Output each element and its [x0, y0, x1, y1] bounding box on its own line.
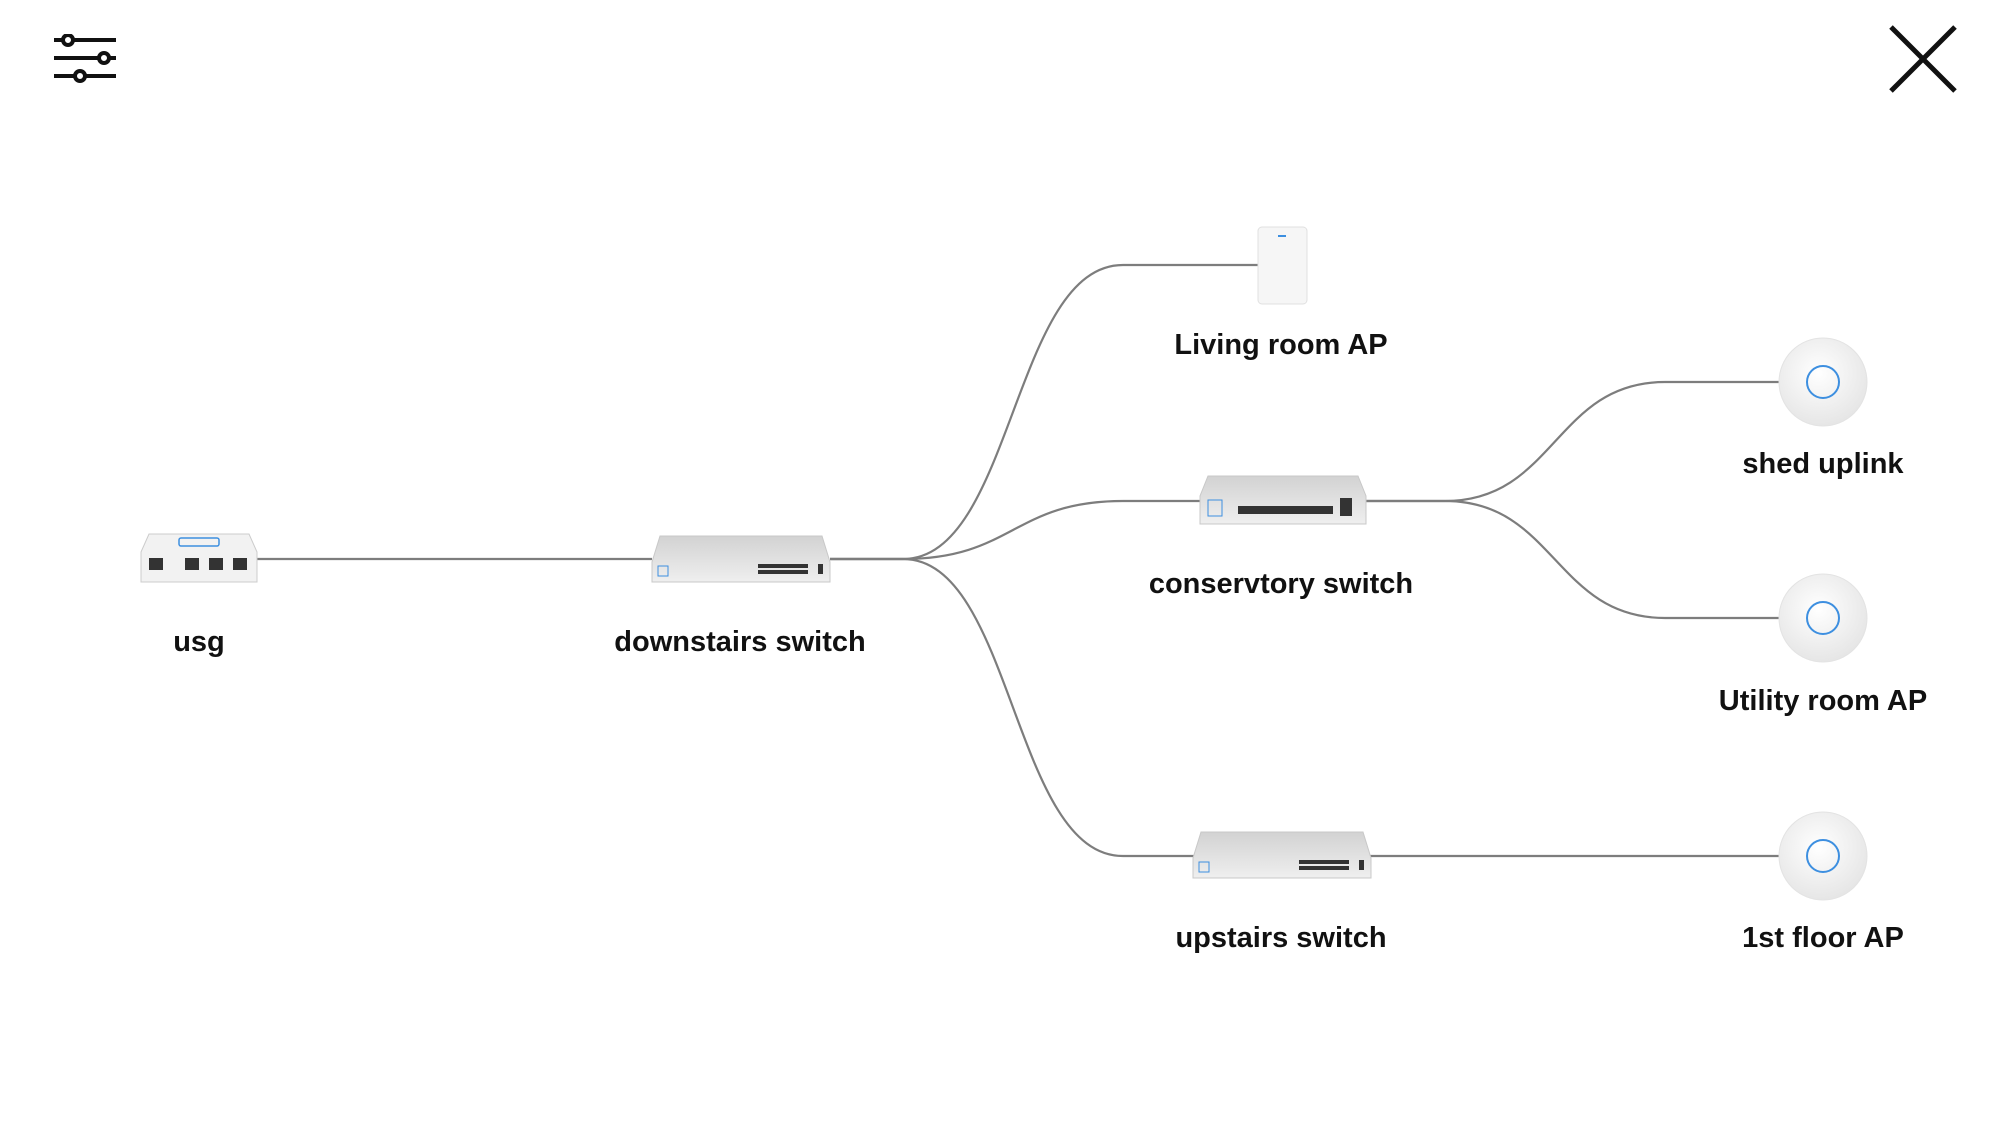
device-shed-uplink[interactable]	[1778, 337, 1868, 427]
filter-settings-button[interactable]	[54, 33, 116, 84]
close-icon	[1889, 25, 1957, 93]
device-upstairs-switch[interactable]	[1192, 831, 1372, 879]
label-utility-room-ap: Utility room AP	[1718, 685, 1928, 717]
device-conservatory-switch[interactable]	[1199, 475, 1367, 525]
label-usg: usg	[173, 626, 225, 658]
close-button[interactable]	[1888, 24, 1958, 94]
device-downstairs-switch[interactable]	[651, 535, 831, 583]
device-usg[interactable]	[140, 533, 258, 583]
sliders-icon	[54, 33, 116, 83]
label-shed-uplink: shed uplink	[1742, 448, 1904, 480]
link-conservatory-utility	[1365, 499, 1780, 620]
label-conservatory-switch: conservtory switch	[1148, 568, 1414, 600]
label-upstairs-switch: upstairs switch	[1175, 922, 1387, 954]
label-downstairs-switch: downstairs switch	[614, 626, 866, 658]
label-living-room-ap: Living room AP	[1174, 329, 1388, 361]
device-1st-floor-ap[interactable]	[1778, 811, 1868, 901]
device-utility-room-ap[interactable]	[1778, 573, 1868, 663]
link-downstairs-upstairs	[830, 557, 1195, 858]
link-downstairs-living	[830, 263, 1258, 561]
device-living-room-ap[interactable]	[1257, 226, 1308, 305]
link-conservatory-shed	[1365, 380, 1780, 503]
label-1st-floor-ap: 1st floor AP	[1742, 922, 1904, 954]
link-downstairs-conservatory	[830, 499, 1200, 561]
